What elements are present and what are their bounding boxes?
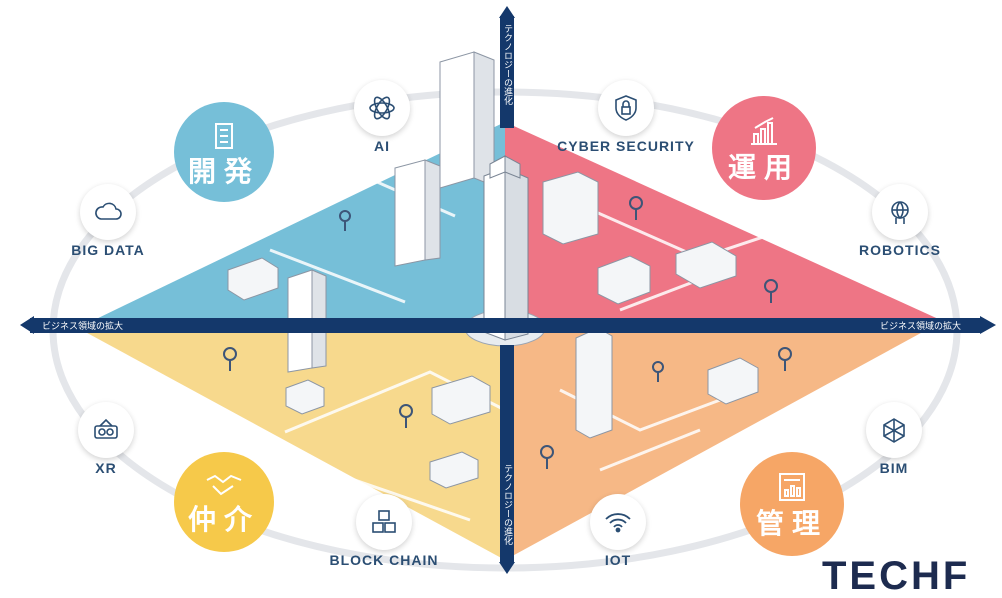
quadrant-label-brokerage: 仲介	[187, 503, 260, 536]
wifi-icon	[605, 513, 631, 533]
tech-node-iot[interactable]: IOT	[586, 494, 650, 568]
axis-label-bottom: テクノロジーの進化	[502, 464, 512, 545]
buildings	[227, 51, 759, 489]
tech-node-ai[interactable]: AI	[350, 80, 414, 154]
tech-node-cyber-security[interactable]: CYBER SECURITY	[546, 80, 706, 154]
tech-node-label: BIM	[879, 460, 909, 476]
cloud-icon	[95, 202, 122, 220]
horizontal-axis-left-arrow	[20, 316, 34, 334]
quadrant-badge-operate[interactable]: 運用	[712, 96, 816, 200]
axis-label-top: テクノロジーの進化	[502, 24, 512, 105]
vertical-axis-band-top	[500, 16, 514, 128]
handshake-icon	[206, 474, 242, 496]
quadrant-label-manage: 管理	[755, 507, 828, 540]
growth-chart-icon	[751, 117, 777, 145]
vertical-axis-top-arrow	[499, 6, 515, 18]
quadrant-badge-develop[interactable]: 開発	[174, 102, 274, 202]
diagram-stage: ビジネス領域の拡大 ビジネス領域の拡大 テクノロジーの進化 テクノロジーの進化 …	[20, 6, 996, 596]
dashboard-icon	[779, 473, 805, 501]
quadrant-label-operate: 運用	[727, 151, 800, 184]
horizontal-axis-right-arrow	[980, 316, 996, 334]
tech-node-bim[interactable]: BIM	[862, 402, 926, 476]
axis-label-left: ビジネス領域の拡大	[42, 322, 124, 332]
atom-icon	[369, 96, 395, 120]
tech-node-xr[interactable]: XR	[74, 402, 138, 476]
vertical-axis-bottom-arrow	[499, 562, 515, 574]
tech-node-robotics[interactable]: ROBOTICS	[848, 184, 952, 258]
circuit-globe-icon	[891, 201, 909, 224]
tech-node-block-chain[interactable]: BLOCK CHAIN	[314, 494, 454, 568]
building-lock-icon	[215, 123, 233, 149]
quadrant-badge-brokerage[interactable]: 仲介	[174, 452, 274, 552]
horizontal-axis-band	[30, 318, 980, 333]
quadrant-badge-manage[interactable]: 管理	[740, 452, 844, 556]
vertical-axis-band-bottom	[500, 345, 514, 563]
3d-model-icon	[883, 418, 905, 443]
cubes-icon	[372, 510, 396, 533]
brand-logo-text: TECHF	[822, 554, 971, 598]
tree-markers	[223, 196, 792, 469]
tech-node-label: XR	[95, 460, 117, 476]
vr-headset-icon	[94, 418, 118, 439]
tech-node-big-data[interactable]: BIG DATA	[58, 184, 158, 258]
quadrant-label-develop: 開発	[187, 155, 260, 188]
tech-node-label: BLOCK CHAIN	[329, 552, 439, 568]
central-tower	[483, 155, 529, 341]
tech-node-label: BIG DATA	[71, 242, 145, 258]
tech-node-label: AI	[374, 138, 390, 154]
axis-label-right: ビジネス領域の拡大	[880, 322, 962, 332]
tech-node-label: ROBOTICS	[859, 242, 941, 258]
shield-lock-icon	[615, 95, 637, 121]
tech-node-label: IOT	[604, 552, 632, 568]
tech-node-label: CYBER SECURITY	[557, 138, 695, 154]
